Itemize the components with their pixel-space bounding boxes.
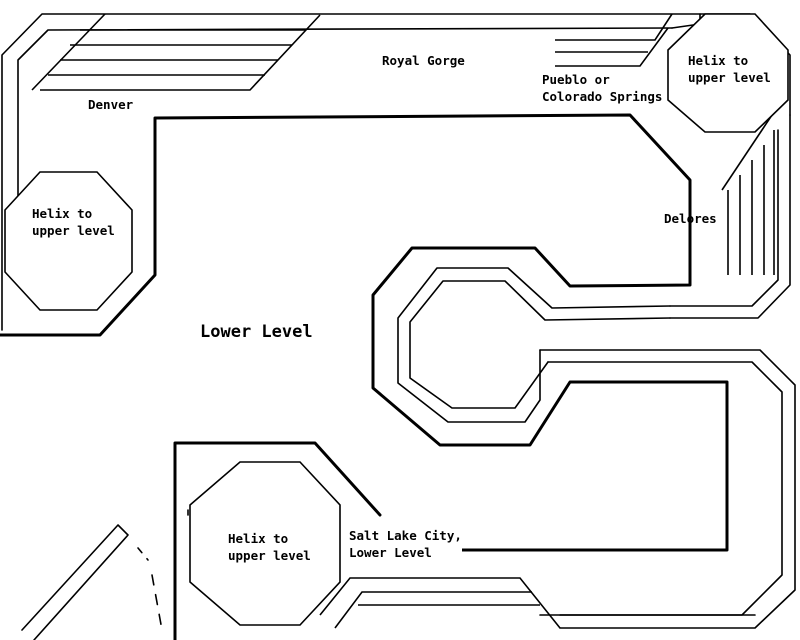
helix-top-right-label: Helix to upper level [688,53,771,85]
helix-bottom [189,461,341,626]
pueblo-yard [555,13,673,67]
helix-left-label: Helix to upper level [32,206,115,238]
label-denver: Denver [88,97,134,112]
salt-lake-city-yard [319,577,756,629]
denver-yard [31,13,321,91]
label-royal-gorge: Royal Gorge [382,53,465,68]
label-pueblo: Pueblo or Colorado Springs [542,72,663,104]
dashed-track [21,509,189,640]
reverse-loop [397,267,671,423]
helix-top-right [667,13,789,133]
label-salt-lake-city: Salt Lake City, Lower Level [349,527,462,561]
main-line [0,113,729,640]
helix-bottom-label: Helix to upper level [228,531,311,563]
helix-left [4,171,133,311]
outer-track-loop [1,13,796,629]
diagram-title: Lower Level [200,322,313,342]
label-delores: Delores [664,211,717,226]
